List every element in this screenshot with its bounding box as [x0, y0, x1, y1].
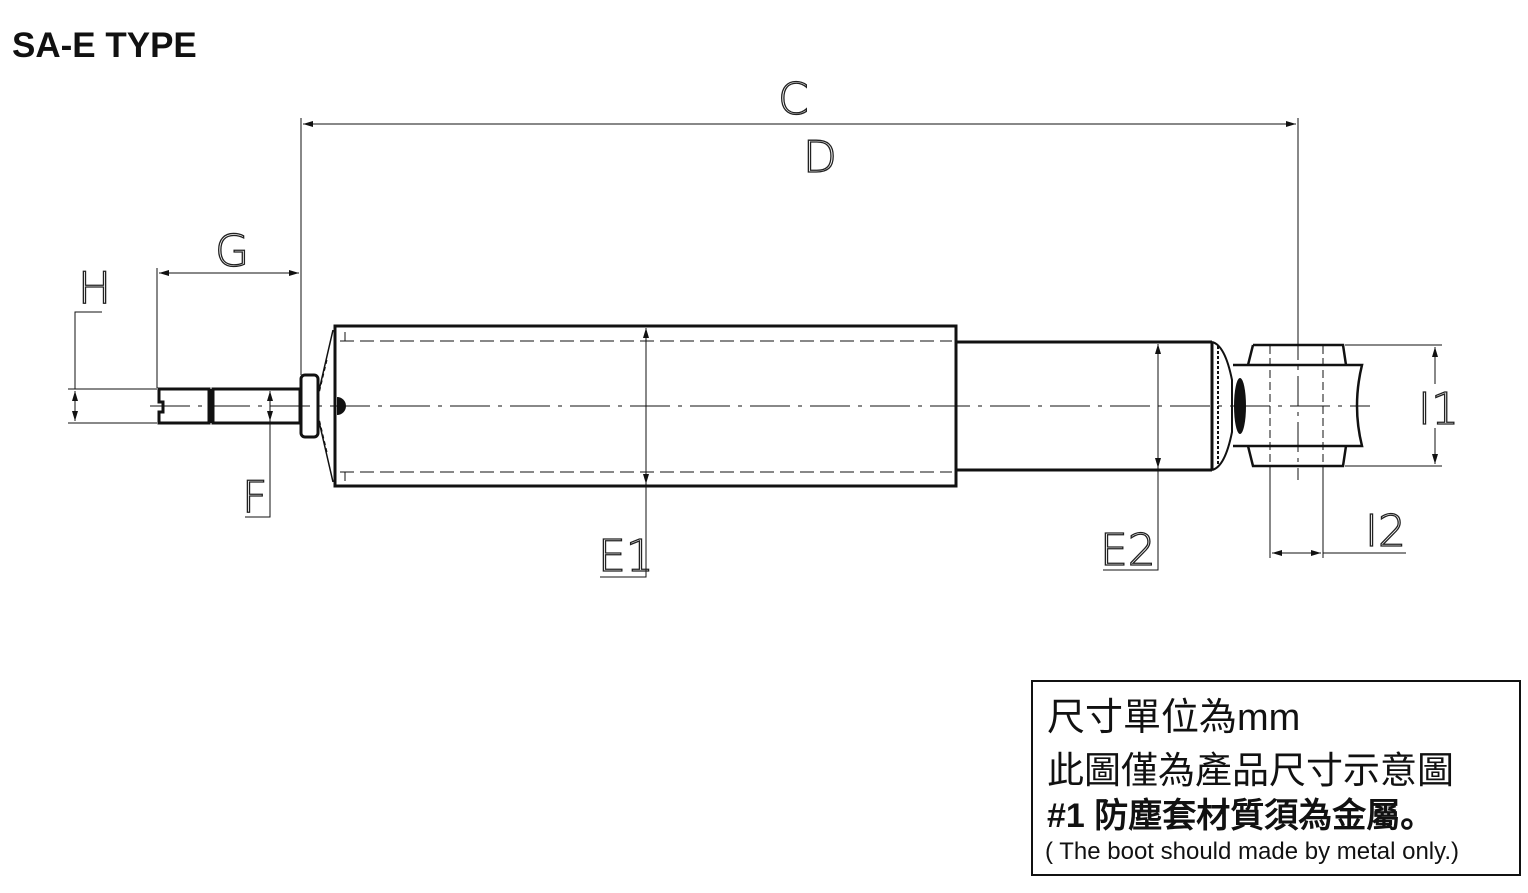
rod-seal-dome [337, 397, 346, 415]
dust-boot-tube [956, 340, 1233, 472]
dimension-label-i2: I2 [1365, 506, 1406, 557]
dimension-e2 [1103, 344, 1161, 571]
lower-eye-mount [1233, 343, 1364, 468]
dimension-g [156, 268, 299, 388]
note-boot-material: #1 防塵套材質須為金屬。 [1047, 797, 1435, 835]
dimension-h [68, 311, 157, 424]
note-units: 尺寸單位為mm [1047, 697, 1301, 739]
dimension-i2 [1269, 466, 1406, 558]
drawing-title: SA-E TYPE [12, 26, 197, 65]
dimension-label-g: G [215, 226, 249, 277]
dimension-label-c: C [778, 74, 809, 125]
dimension-f [245, 391, 273, 518]
bushing-weld [1234, 378, 1246, 434]
note-schematic: 此圖僅為產品尺寸示意圖 [1047, 750, 1454, 791]
dimension-label-d: D [803, 132, 837, 183]
dimension-e1 [600, 328, 649, 578]
top-mount-washer [299, 329, 334, 483]
dimension-label-f: F [242, 472, 267, 523]
notes-box: 尺寸單位為mm 此圖僅為產品尺寸示意圖 #1 防塵套材質須為金屬。 ( The … [1031, 680, 1521, 876]
dimension-label-i1: I1 [1418, 384, 1459, 435]
note-boot-material-english: ( The boot should made by metal only.) [1045, 838, 1459, 865]
dimension-label-e1: E1 [598, 531, 654, 582]
dimension-c-d [300, 118, 1299, 375]
dimension-label-h: H [78, 263, 111, 314]
dimension-label-e2: E2 [1100, 525, 1156, 576]
